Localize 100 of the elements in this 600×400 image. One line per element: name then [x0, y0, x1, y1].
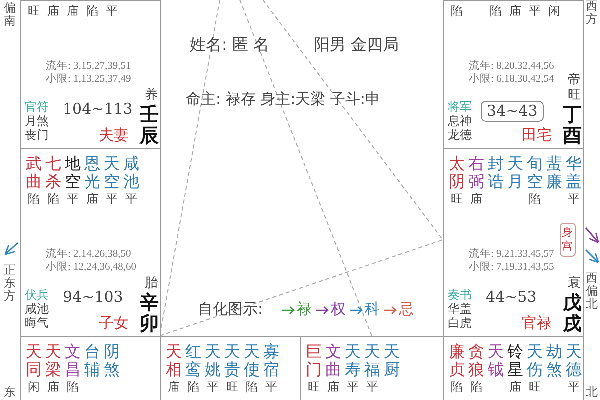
age-range: 44~53 — [486, 289, 537, 306]
growth-stage: 养 — [145, 88, 159, 103]
deity-name: 奏书 — [448, 289, 472, 302]
brightness-label: 庙 — [168, 381, 180, 394]
star-name: 寡宿 — [264, 343, 280, 379]
brightness-label: 陷 — [451, 5, 463, 18]
age-range: 34~43 — [481, 101, 544, 122]
brightness-label: 旺 — [28, 5, 40, 18]
legend-title: 自化图示: — [198, 301, 264, 318]
brightness-label: 庙 — [470, 193, 482, 206]
deity-name: 伏兵 — [25, 289, 49, 302]
star-name: 太阴 — [449, 155, 466, 191]
star-name: 天同 — [26, 343, 43, 379]
direction-label: 东 — [4, 386, 17, 400]
star-name: 天贵 — [224, 343, 242, 379]
palace-name: 田宅 — [522, 127, 552, 144]
direction-label: 正东方 — [4, 264, 17, 304]
star-name: 铃星 — [508, 343, 524, 379]
star-name: 天钺 — [488, 343, 505, 379]
star-name: 天空 — [104, 155, 121, 191]
age-range: 94~103 — [63, 289, 124, 306]
deity-name: 华盖 — [448, 303, 472, 316]
star-name: 天伤 — [527, 343, 544, 379]
brightness-label: 平 — [568, 381, 580, 394]
direction-label: 西偏北 — [586, 272, 599, 312]
brightness-label: 平 — [529, 5, 541, 18]
direction-label: 北 — [586, 386, 599, 400]
star-name: 巨门 — [306, 343, 323, 379]
palace-cell — [443, 148, 584, 337]
deity-name: 将军 — [448, 101, 472, 114]
master-text: 命主: 禄存 身主:天梁 子斗:申 — [186, 91, 380, 108]
flow-year-text: 流年: 2,14,26,38,50 — [46, 249, 132, 261]
flow-year-text: 流年: 9,21,33,45,57 — [469, 249, 554, 261]
star-name: 武曲 — [26, 155, 43, 191]
star-name: 华盖 — [566, 155, 583, 191]
star-name: 天相 — [166, 343, 183, 379]
brightness-label: 陷 — [48, 193, 60, 206]
brightness-label: 平 — [126, 193, 138, 206]
palace-name: 夫妻 — [99, 127, 129, 144]
legend-text: 权 — [331, 301, 346, 318]
star-name: 蜚廉 — [546, 155, 564, 191]
star-name: 廉贞 — [449, 343, 466, 379]
deity-name: 龙德 — [448, 129, 472, 142]
stem-branch: 丁酉 — [563, 105, 583, 147]
growth-stage: 衰 — [568, 276, 582, 291]
star-name: 天月 — [508, 155, 524, 191]
star-name: 天姚 — [205, 343, 222, 379]
minor-limit-text: 小限: 12,24,36,48,60 — [46, 262, 137, 274]
palace-cell — [443, 0, 584, 149]
direction-label: 西方 — [586, 0, 599, 26]
brightness-label: 庙 — [510, 381, 522, 394]
deity-name: 晦气 — [25, 317, 49, 330]
minor-limit-text: 小限: 7,19,31,43,55 — [469, 262, 554, 274]
star-name: 天福 — [364, 343, 382, 379]
body-palace-badge: 身宫 — [560, 223, 576, 257]
brightness-label: 平 — [106, 5, 118, 18]
star-name: 劫煞 — [546, 343, 564, 379]
brightness-label: 陷 — [246, 381, 258, 394]
star-name: 贪狼 — [468, 343, 486, 379]
legend-text: 科 — [365, 301, 380, 318]
brightness-label: 旺 — [226, 381, 238, 394]
name-text: 姓名: 匿 名 — [190, 36, 270, 54]
palace-name: 子女 — [99, 315, 129, 332]
star-name: 文曲 — [326, 343, 342, 379]
brightness-label: 闲 — [548, 5, 560, 18]
deity-name: 息神 — [448, 115, 472, 128]
brightness-label: 陷 — [28, 193, 40, 206]
direction-label: 偏南 — [4, 2, 17, 28]
star-name: 恩光 — [84, 155, 102, 191]
brightness-label: 陷 — [86, 5, 98, 18]
star-name: 封诰 — [488, 155, 505, 191]
star-name: 天梁 — [46, 343, 62, 379]
star-name: 七杀 — [46, 155, 62, 191]
minor-limit-text: 小限: 6,18,30,42,54 — [469, 74, 554, 86]
brightness-label: 陷 — [67, 381, 79, 394]
star-name: 阴煞 — [104, 343, 121, 379]
star-name: 台辅 — [84, 343, 102, 379]
star-name: 地空 — [65, 155, 82, 191]
brightness-label: 平 — [67, 193, 79, 206]
star-name: 天寿 — [345, 343, 362, 379]
brightness-label: 陷 — [529, 193, 541, 206]
palace-cell — [20, 0, 161, 149]
deity-name: 月煞 — [25, 115, 49, 128]
star-name: 咸池 — [124, 155, 140, 191]
stem-branch: 戊戌 — [563, 293, 583, 335]
brightness-label: 庙 — [67, 5, 79, 18]
brightness-label: 旺 — [529, 381, 541, 394]
brightness-label: 陷 — [490, 5, 502, 18]
star-name: 右弼 — [468, 155, 486, 191]
brightness-label: 平 — [347, 381, 359, 394]
brightness-label: 闲 — [28, 381, 40, 394]
deity-name: 咸池 — [25, 303, 49, 316]
brightness-label: 旺 — [451, 193, 463, 206]
flow-year-text: 流年: 8,20,32,44,56 — [469, 61, 554, 73]
star-name: 天使 — [244, 343, 261, 379]
deity-name: 丧门 — [25, 129, 49, 142]
star-name: 旬空 — [527, 155, 544, 191]
minor-limit-text: 小限: 1,13,25,37,49 — [46, 74, 132, 86]
brightness-label: 庙 — [48, 5, 60, 18]
palace-name: 官禄 — [522, 315, 552, 332]
